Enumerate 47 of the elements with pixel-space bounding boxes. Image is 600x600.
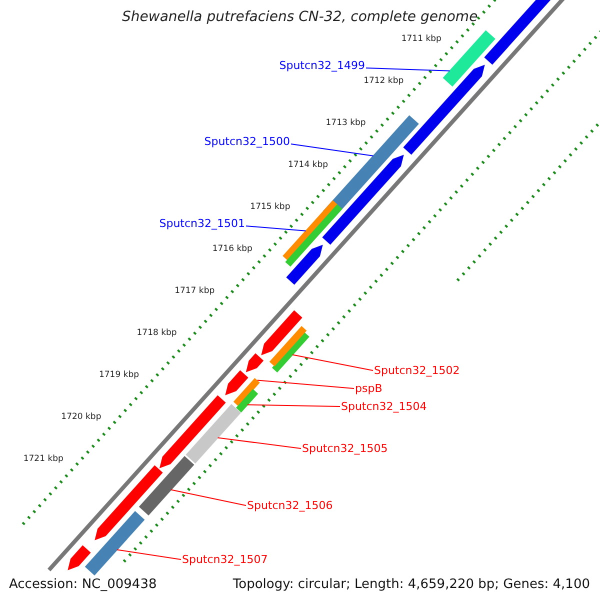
gene-segment: [186, 404, 241, 464]
leader-line: [247, 404, 340, 407]
scale-label: 1716 kbp: [212, 244, 252, 254]
gene-label: Sputcn32_1499: [279, 60, 365, 71]
leader-line: [246, 226, 306, 232]
gene-label: Sputcn32_1504: [341, 401, 427, 412]
scale-label: 1717 kbp: [174, 286, 215, 296]
scale-label: 1713 kbp: [326, 118, 366, 128]
gene-segment: [138, 456, 194, 516]
leader-line: [292, 354, 374, 371]
leader-line: [366, 68, 450, 72]
gene-segment: [94, 465, 163, 540]
gene-segment: [261, 310, 302, 356]
title: Shewanella putrefaciens CN-32, complete genome: [122, 10, 478, 24]
gene-label: Sputcn32_1501: [159, 218, 245, 229]
leader-line: [170, 489, 246, 506]
gene-segment: [68, 545, 91, 570]
gene-segment: [286, 244, 323, 285]
gene-label: Sputcn32_1507: [182, 554, 268, 565]
gene-label: pspB: [355, 383, 382, 394]
gene-label: Sputcn32_1506: [247, 500, 333, 511]
leader-line: [256, 380, 354, 389]
scale-label: 1715 kbp: [250, 202, 290, 212]
gene-segment: [403, 64, 485, 155]
scale-label: 1712 kbp: [364, 76, 404, 86]
genome-info-text: Topology: circular; Length: 4,659,220 bp; Genes: 4,100: [232, 578, 590, 591]
scale-label: 1721 kbp: [23, 454, 64, 464]
scale-label: 1711 kbp: [401, 34, 442, 44]
gene-segment: [236, 389, 258, 412]
gene-segment: [225, 370, 248, 396]
scale-label: 1720 kbp: [61, 412, 102, 422]
gene-label: Sputcn32_1500: [204, 136, 290, 147]
accession-text: Accession: NC_009438: [9, 578, 157, 591]
leader-line: [290, 144, 374, 156]
scale-label: 1718 kbp: [136, 328, 177, 338]
gene-segment: [246, 353, 264, 372]
gene-segment: [442, 30, 496, 87]
gene-segment: [269, 326, 307, 366]
gene-segment: [84, 511, 145, 576]
gene-label: Sputcn32_1505: [302, 443, 388, 454]
leader-line: [116, 549, 182, 560]
gene-segment: [233, 378, 260, 406]
scale-label: 1714 kbp: [288, 160, 328, 170]
leader-line: [217, 437, 302, 449]
scale-label: 1719 kbp: [98, 370, 140, 380]
gene-label: Sputcn32_1502: [374, 365, 460, 376]
gene-segment: [159, 395, 226, 468]
